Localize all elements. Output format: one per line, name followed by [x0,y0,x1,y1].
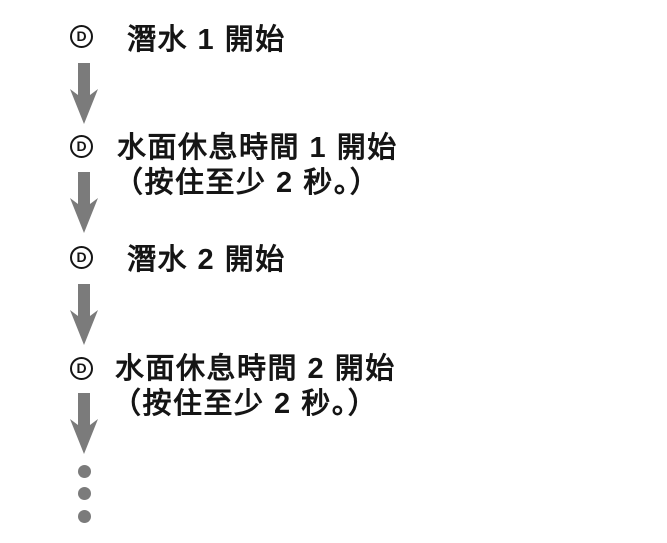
d-button-icon: D [70,357,93,380]
d-button-icon: D [70,25,93,48]
step-label: 潛水 1 開始 [127,24,286,56]
arrow-down-icon [70,63,98,124]
arrow-down-icon [70,172,98,233]
step-label: 水面休息時間 1 開始 [117,132,398,164]
dot [78,465,91,478]
d-button-icon: D [70,135,93,158]
step-label: 水面休息時間 2 開始 [115,353,396,385]
step-label: 潛水 2 開始 [127,244,286,276]
dot [78,487,91,500]
step-note: （按住至少 2 秒。） [114,167,381,199]
d-button-icon: D [70,246,93,269]
arrow-down-icon [70,284,98,345]
step-note: （按住至少 2 秒。） [112,388,379,420]
dot [78,510,91,523]
arrow-down-icon [70,393,98,454]
